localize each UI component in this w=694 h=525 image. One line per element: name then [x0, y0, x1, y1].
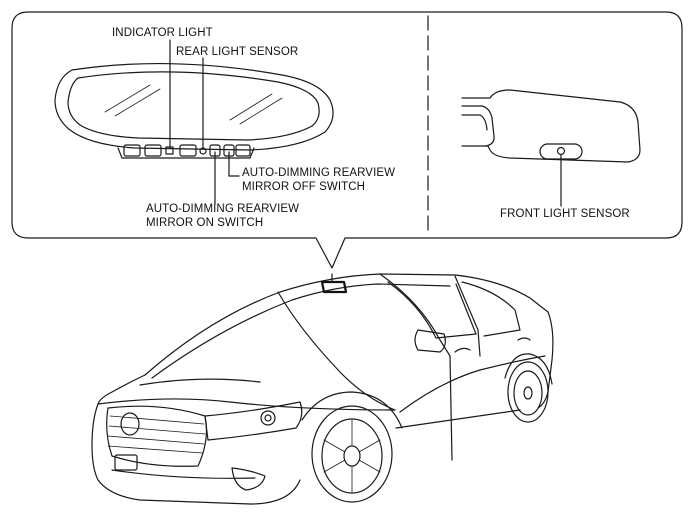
- on-switch-label-line2: MIRROR ON SWITCH: [146, 217, 264, 229]
- off-switch-leader: [228, 151, 240, 177]
- rearview-mirror: [54, 63, 334, 159]
- mirror-back-view: [461, 89, 641, 163]
- sedan-car: [91, 273, 554, 505]
- front-light-sensor-label: FRONT LIGHT SENSOR: [500, 208, 630, 220]
- indicator-light-label: INDICATOR LIGHT: [112, 27, 213, 39]
- off-switch-label-line1: AUTO-DIMMING REARVIEW: [242, 167, 396, 179]
- on-switch-label-line1: AUTO-DIMMING REARVIEW: [146, 203, 300, 215]
- callout-frame: [11, 11, 683, 269]
- off-switch-label-line2: MIRROR OFF SWITCH: [242, 181, 366, 193]
- rear-light-sensor-label: REAR LIGHT SENSOR: [176, 46, 299, 58]
